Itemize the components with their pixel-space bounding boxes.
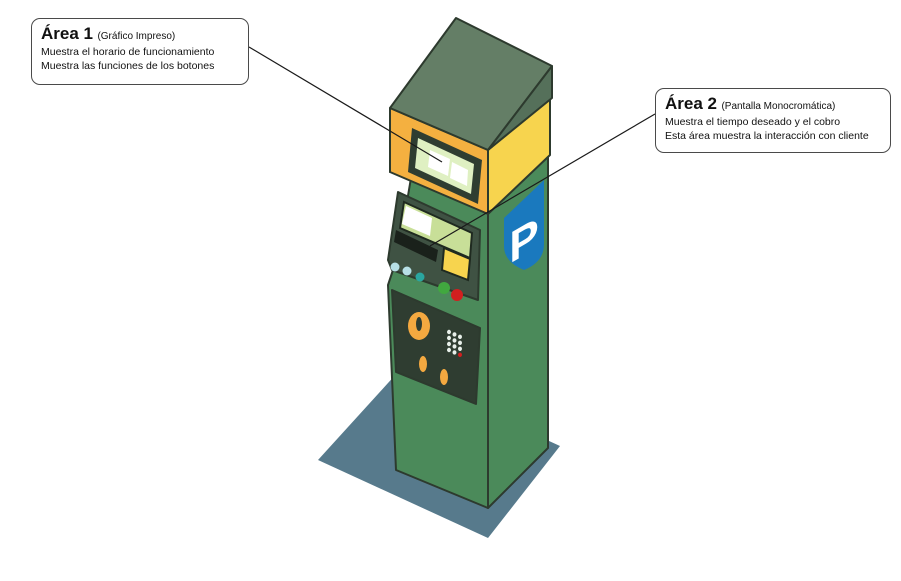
keypad-key[interactable]: [452, 332, 457, 337]
keypad-key[interactable]: [458, 334, 462, 339]
parking-sign: [504, 180, 544, 270]
keypad-key[interactable]: [458, 346, 462, 351]
keypad-key[interactable]: [447, 329, 451, 335]
callout-1-title: Área 1: [41, 24, 93, 43]
keypad-key[interactable]: [452, 350, 457, 355]
keypad-key[interactable]: [447, 335, 451, 341]
numeric-keypad[interactable]: [447, 329, 462, 357]
callout-1-subtitle: (Gráfico Impreso): [97, 31, 176, 42]
callout-2-title: Área 2: [665, 94, 717, 113]
callout-1-leader: [248, 46, 443, 163]
keypad-key[interactable]: [458, 340, 462, 345]
lcd-glare: [402, 206, 432, 236]
roof-edge: [487, 65, 553, 151]
confirm-button[interactable]: [438, 282, 450, 294]
callout-area-1: Área 1 (Gráfico Impreso) Muestra el hora…: [31, 18, 249, 85]
callout-2-subtitle: (Pantalla Monocromática): [721, 101, 836, 112]
card-reader[interactable]: [440, 246, 472, 282]
keypad-key[interactable]: [452, 344, 457, 349]
cancel-button[interactable]: [451, 289, 463, 301]
ticket-slot[interactable]: [394, 230, 438, 262]
keypad-key[interactable]: [447, 341, 451, 347]
coin-slot-inner: [416, 317, 422, 331]
callout-2-line: Muestra el tiempo deseado y el cobro: [665, 116, 841, 128]
callout-2-leader: [429, 113, 656, 247]
callout-1-line: Muestra el horario de funcionamiento: [41, 46, 215, 58]
area1-graphic-block: [450, 162, 468, 186]
round-button-1[interactable]: [390, 262, 400, 272]
round-button-3[interactable]: [415, 272, 425, 282]
payment-slot[interactable]: [440, 369, 448, 385]
keypad-key[interactable]: [447, 347, 451, 353]
payment-slot[interactable]: [419, 356, 427, 372]
keypad-key[interactable]: [452, 338, 457, 343]
round-button-2[interactable]: [402, 266, 412, 276]
callout-1-line: Muestra las funciones de los botones: [41, 59, 215, 72]
callout-area-2: Área 2 (Pantalla Monocromática) Muestra …: [655, 88, 891, 153]
callout-2-line: Esta área muestra la interacción con cli…: [665, 129, 869, 142]
keypad-key[interactable]: [458, 352, 462, 357]
